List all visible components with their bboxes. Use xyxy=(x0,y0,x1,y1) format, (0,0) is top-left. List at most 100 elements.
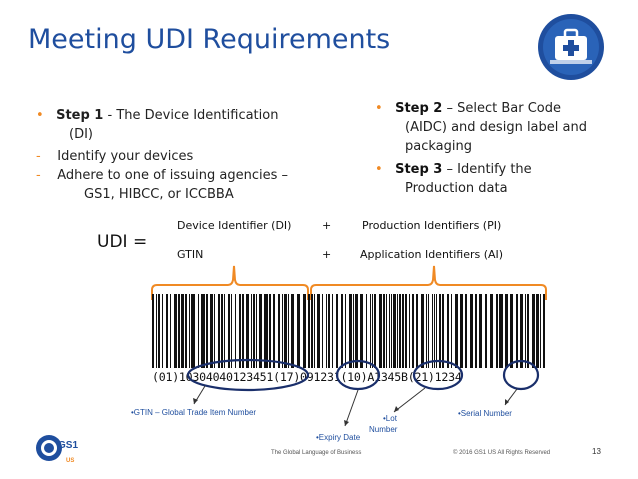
barcode-bar xyxy=(451,294,452,368)
barcode-bar xyxy=(505,294,508,368)
barcode-bar xyxy=(256,294,257,368)
barcode-bar xyxy=(178,294,180,368)
barcode-bar xyxy=(242,294,244,368)
footer-copyright: © 2016 GS1 US All Rights Reserved xyxy=(453,450,551,456)
barcode-bar xyxy=(465,294,467,368)
bullet-icon: • xyxy=(36,108,44,123)
gs1-logo-icon xyxy=(36,435,62,461)
plus-1: + xyxy=(322,219,332,232)
bullet-icon: • xyxy=(375,101,383,116)
caption-serial: •Serial Number xyxy=(458,409,512,418)
barcode-bar xyxy=(397,294,398,368)
barcode-bar xyxy=(235,294,236,368)
ai-label: Application Identifiers (AI) xyxy=(360,248,504,261)
barcode-bar xyxy=(389,294,390,368)
barcode-bar xyxy=(447,294,449,368)
barcode-bar xyxy=(416,294,418,368)
barcode-bar xyxy=(282,294,283,368)
plus-2: + xyxy=(322,248,332,261)
barcode-bar xyxy=(259,294,262,368)
barcode-bar xyxy=(278,294,280,368)
barcode-bar xyxy=(353,294,354,368)
barcode-bar xyxy=(158,294,160,368)
barcode-bar xyxy=(253,294,255,368)
dash-icon: - xyxy=(36,149,41,164)
barcode xyxy=(152,294,545,368)
gtin-label: GTIN xyxy=(177,248,204,261)
step1-text: - The Device Identification xyxy=(103,108,279,123)
step3-text-line2: Production data xyxy=(405,181,508,196)
pi-label: Production Identifiers (PI) xyxy=(362,219,502,232)
barcode-bar xyxy=(170,294,171,368)
barcode-bar xyxy=(520,294,523,368)
barcode-bar xyxy=(527,294,529,368)
footer-tagline: The Global Language of Business xyxy=(271,450,362,456)
barcode-bar xyxy=(434,294,435,368)
barcode-bar xyxy=(442,294,444,368)
step2-text-line3: packaging xyxy=(405,139,472,154)
barcode-bar xyxy=(317,294,320,368)
udi-label: UDI = xyxy=(97,232,148,252)
barcode-bar xyxy=(372,294,373,368)
barcode-bar xyxy=(328,294,330,368)
barcode-bar xyxy=(510,294,513,368)
gs1-logo xyxy=(32,432,72,472)
barcode-bar xyxy=(360,294,363,368)
step2-text-line1: – Select Bar Code xyxy=(442,101,562,116)
barcode-bar xyxy=(214,294,215,368)
barcode-bar xyxy=(336,294,338,368)
barcode-bar xyxy=(166,294,168,368)
barcode-bar xyxy=(162,294,163,368)
sub-bullet-2-line2: GS1, HIBCC, or ICCBBA xyxy=(84,187,234,202)
barcode-bar xyxy=(393,294,396,368)
barcode-bar xyxy=(496,294,498,368)
barcode-bar xyxy=(479,294,482,368)
sub-bullet-1: Identify your devices xyxy=(57,149,194,164)
step3-label: Step 3 xyxy=(395,162,443,177)
barcode-bar xyxy=(228,294,230,368)
barcode-bar xyxy=(269,294,271,368)
di-label: Device Identifier (DI) xyxy=(177,219,292,232)
ellipse-serial xyxy=(502,359,540,391)
barcode-bar xyxy=(210,294,213,368)
dash-icon: - xyxy=(36,168,41,183)
page-number: 13 xyxy=(592,447,601,456)
barcode-bar xyxy=(540,294,541,368)
us-text: US xyxy=(66,458,75,464)
caption-expiry: •Expiry Date xyxy=(316,433,361,442)
barcode-bar xyxy=(436,294,437,368)
right-bullets: • Step 2 – Select Bar Code (AIDC) and de… xyxy=(375,99,635,198)
bullet-icon: • xyxy=(375,162,383,177)
barcode-bar xyxy=(412,294,414,368)
barcode-bar xyxy=(475,294,477,368)
barcode-bar xyxy=(308,294,310,368)
barcode-bar xyxy=(303,294,306,368)
barcode-bar xyxy=(201,294,205,368)
barcode-bar xyxy=(185,294,187,368)
ellipse-gtin xyxy=(186,358,310,392)
step2-label: Step 2 xyxy=(395,101,443,116)
brace-pi xyxy=(310,265,547,300)
caption-lot-line2: Number xyxy=(369,425,398,434)
barcode-bar xyxy=(374,294,376,368)
barcode-bar xyxy=(174,294,177,368)
barcode-bar xyxy=(191,294,195,368)
barcode-bar xyxy=(421,294,424,368)
left-bullets: • Step 1 - The Device Identification (DI… xyxy=(36,106,356,204)
barcode-bar xyxy=(355,294,358,368)
brace-di xyxy=(151,265,309,300)
barcode-bar xyxy=(532,294,535,368)
barcode-bar xyxy=(264,294,268,368)
barcode-bar xyxy=(273,294,275,368)
arrow-expiry xyxy=(344,389,359,427)
barcode-bar xyxy=(379,294,382,368)
barcode-bar xyxy=(152,294,154,368)
barcode-bar xyxy=(288,294,289,368)
barcode-bar xyxy=(189,294,190,368)
barcode-bar xyxy=(341,294,343,368)
barcode-bar xyxy=(156,294,157,368)
barcode-bar xyxy=(460,294,463,368)
barcode-bar xyxy=(239,294,241,368)
